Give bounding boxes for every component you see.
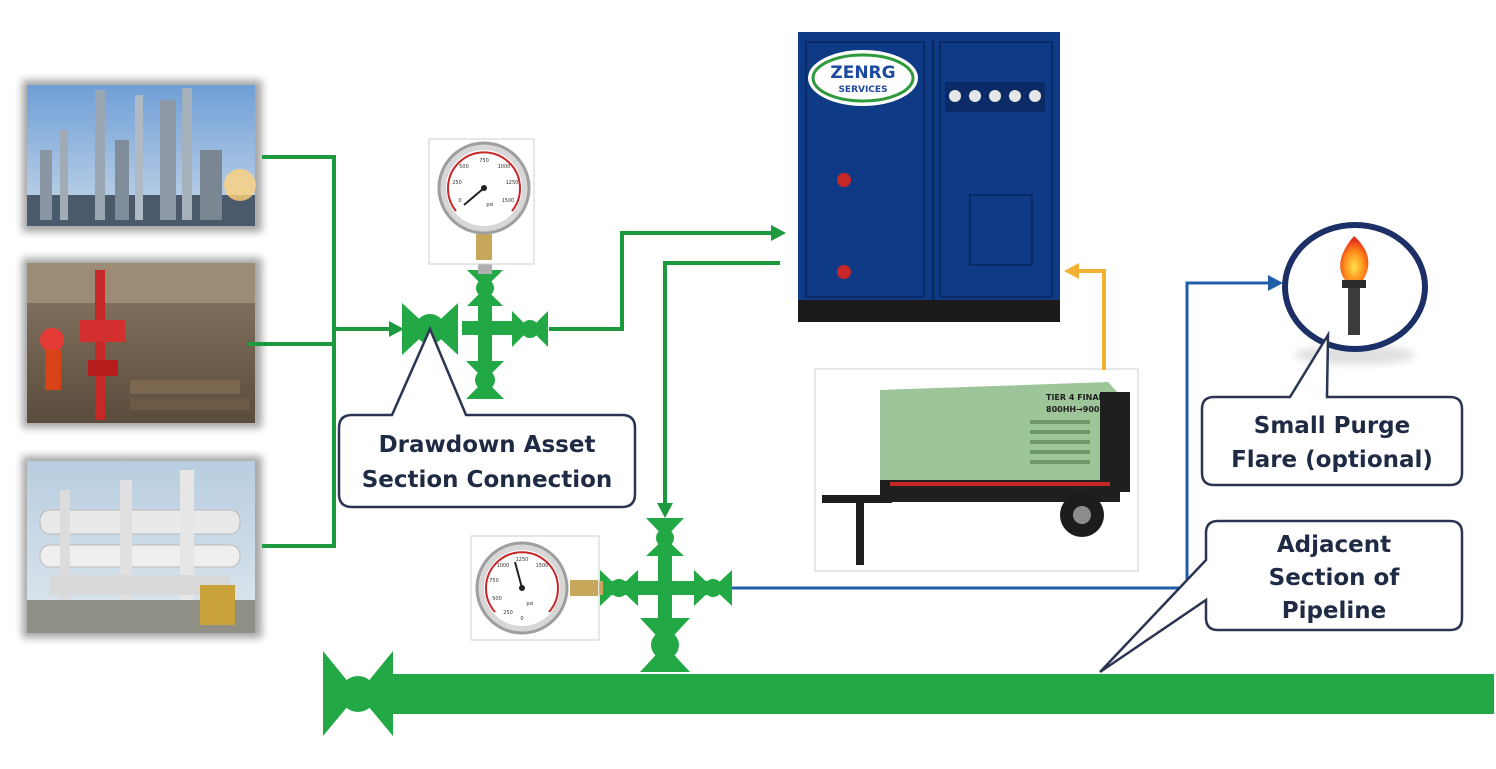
flare-icon [1282,222,1428,365]
pressure-gauge-icon: 750 1000 1250 1500 500 250 0 psi [428,138,535,265]
pipeline-callout-line3: Pipeline [1282,598,1387,624]
gauge-tick-label: 0 [458,198,461,204]
air-compressor-icon: TIER 4 FINAL 800HH→900H [814,368,1139,572]
unit-logo-text: ZENRG [830,63,895,83]
wellhead-photo [22,258,262,428]
arrow-down-to-tee [657,503,673,518]
collection-lines [247,155,780,548]
unit-logo-subtext: SERVICES [838,85,887,95]
gauge-stem [597,581,603,595]
gauge-tick-label: 1000 [497,563,510,569]
flare-callout-line1: Small Purge [1254,413,1410,439]
drawdown-callout: Drawdown Asset Section Connection [337,325,637,509]
pressure-gauge-icon: 1250 1000 750 500 250 0 1500 psi [470,535,600,641]
gauge-tick-label: 500 [459,164,469,170]
gauge-tick-label: 750 [479,158,489,164]
pipeline-callout-line2: Section of [1269,565,1401,591]
gauge-tick-label: 1000 [498,164,511,170]
drawdown-callout-line1: Drawdown Asset [379,432,596,458]
pipeline-callout: Adjacent Section of Pipeline [1099,519,1464,674]
arrow-into-unit [771,225,786,241]
gauge-tick-label: 1500 [502,198,515,204]
compressor-supply-line [1078,269,1106,370]
compressor-label: TIER 4 FINAL [1046,393,1104,402]
gauge-tick-label: 1250 [516,557,529,563]
flare-callout-line2: Flare (optional) [1231,447,1433,473]
gauge-tick-label: 1250 [506,180,519,186]
arrow-into-manifold [389,321,404,337]
gauge-stem [478,262,492,274]
arrow-into-flare [1268,275,1283,291]
gauge-tick-label: 0 [520,616,523,622]
main-pipeline [392,674,1494,714]
pipeline-facility-photo [22,456,262,638]
gauge-tick-label: 500 [492,596,502,602]
drawdown-callout-line2: Section Connection [362,467,613,493]
mobile-unit-icon: ZENRG SERVICES [798,32,1060,322]
gauge-tick-label: 250 [452,180,462,186]
cross-valve-icon [600,518,732,672]
gauge-unit: psi [486,202,493,208]
refinery-photo [22,80,262,232]
block-valve-icon [323,651,393,736]
gauge-unit: psi [526,601,533,607]
flare-callout: Small Purge Flare (optional) [1200,330,1464,487]
flare-line [732,281,1270,590]
gauge-tick-label: 750 [489,578,499,584]
compressor-model: 800HH→900H [1046,405,1106,414]
pipeline-callout-line1: Adjacent [1277,532,1391,558]
gauge-tick-label: 250 [503,610,513,616]
arrow-into-unit-air [1064,263,1079,279]
gauge-tick-label: 1500 [536,563,549,569]
